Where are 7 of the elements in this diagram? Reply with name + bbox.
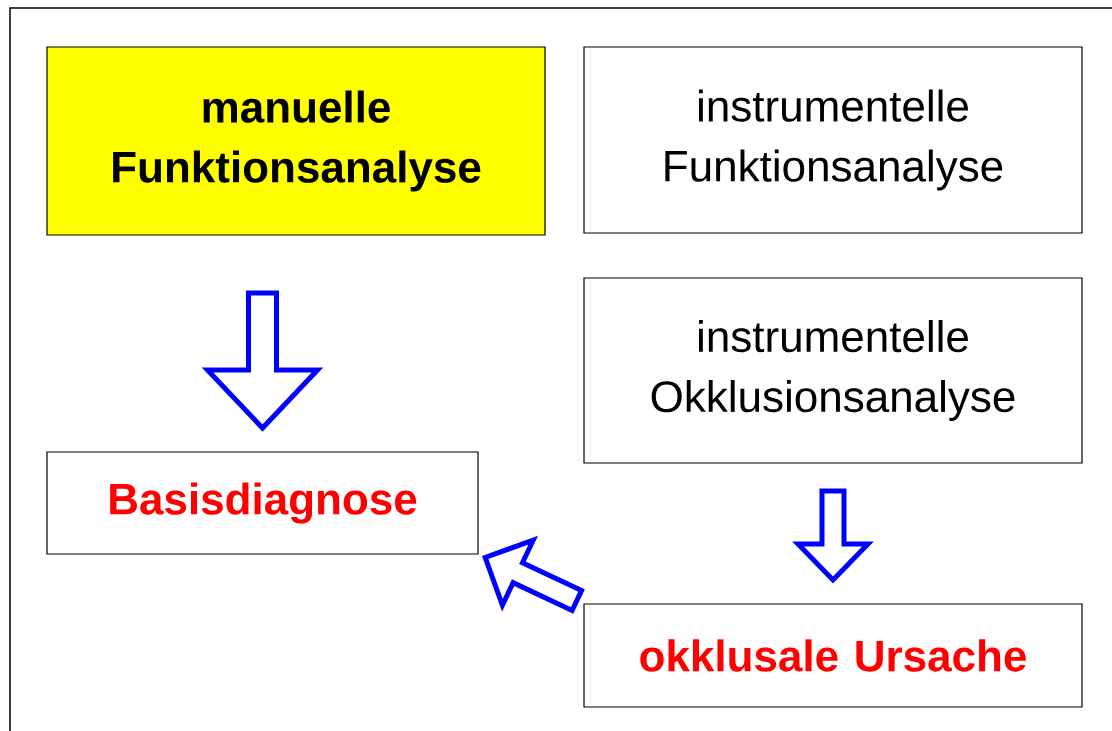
process-box: instrumentelle Okklusionsanalyse xyxy=(583,277,1083,464)
block-arrow xyxy=(201,290,324,432)
block-arrow xyxy=(792,488,874,584)
process-box: manuelle Funktionsanalyse xyxy=(46,46,546,236)
process-box: okklusale Ursache xyxy=(583,603,1083,708)
process-box: Basisdiagnose xyxy=(46,451,479,555)
process-box: instrumentelle Funktionsanalyse xyxy=(583,46,1083,234)
